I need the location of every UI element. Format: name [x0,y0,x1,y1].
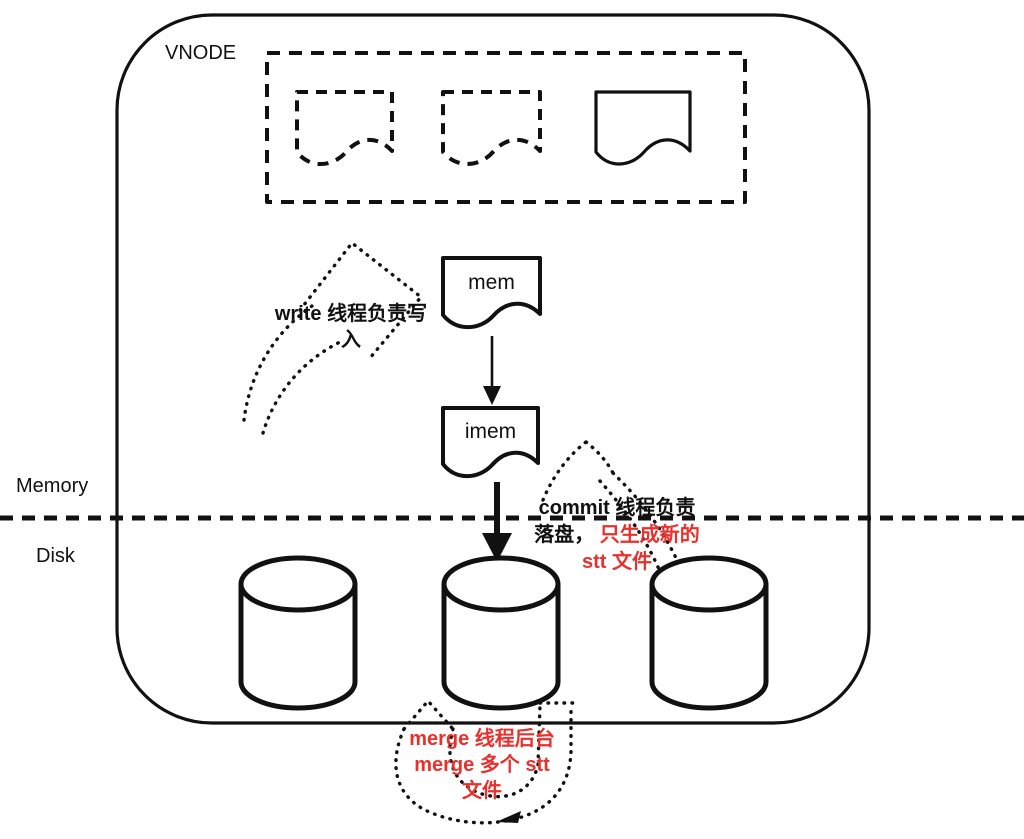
merge-annotation-loop-icon [394,699,575,825]
merge-annotation: merge 线程后台 merge 多个 stt 文件 [388,726,576,804]
dashed-document-icon-2 [441,90,542,166]
mem-to-imem-arrow [483,336,501,405]
merge-annotation-line1: merge 线程后台 [409,728,555,750]
imem-to-disk-arrow [482,482,512,562]
imem-document-icon [441,406,540,479]
write-annotation: write 线程负责写 入 [242,301,460,353]
mem-node-label: mem [468,271,515,294]
dashed-document-icon-1 [295,90,394,166]
document-icon [594,90,692,166]
memory-region-label: Memory [16,475,89,497]
vnode-box [115,13,871,725]
vnode-title: VNODE [165,42,237,64]
merge-annotation-line3: 文件 [462,780,502,802]
commit-annotation-line2: 落盘， 只生成新的 [534,524,700,546]
write-annotation-arrow-icon [242,241,423,435]
write-annotation-line2: 入 [341,329,361,351]
mem-document-icon [441,256,542,330]
merge-annotation-line2: merge 多个 stt [414,754,550,776]
disk-cylinder-icon-3 [649,555,769,711]
commit-annotation-line3: stt 文件 [582,551,652,573]
disk-cylinder-icon-1 [238,555,358,711]
write-annotation-line1: write 线程负责写 [274,303,428,325]
disk-region-label: Disk [36,545,75,567]
dashed-group-box [265,51,747,204]
disk-cylinder-icon-2 [441,555,561,711]
commit-annotation-line1: commit 线程负责 [538,497,696,519]
commit-annotation: commit 线程负责 落盘， 只生成新的 stt 文件 [522,495,712,576]
imem-node-label: imem [464,420,517,443]
